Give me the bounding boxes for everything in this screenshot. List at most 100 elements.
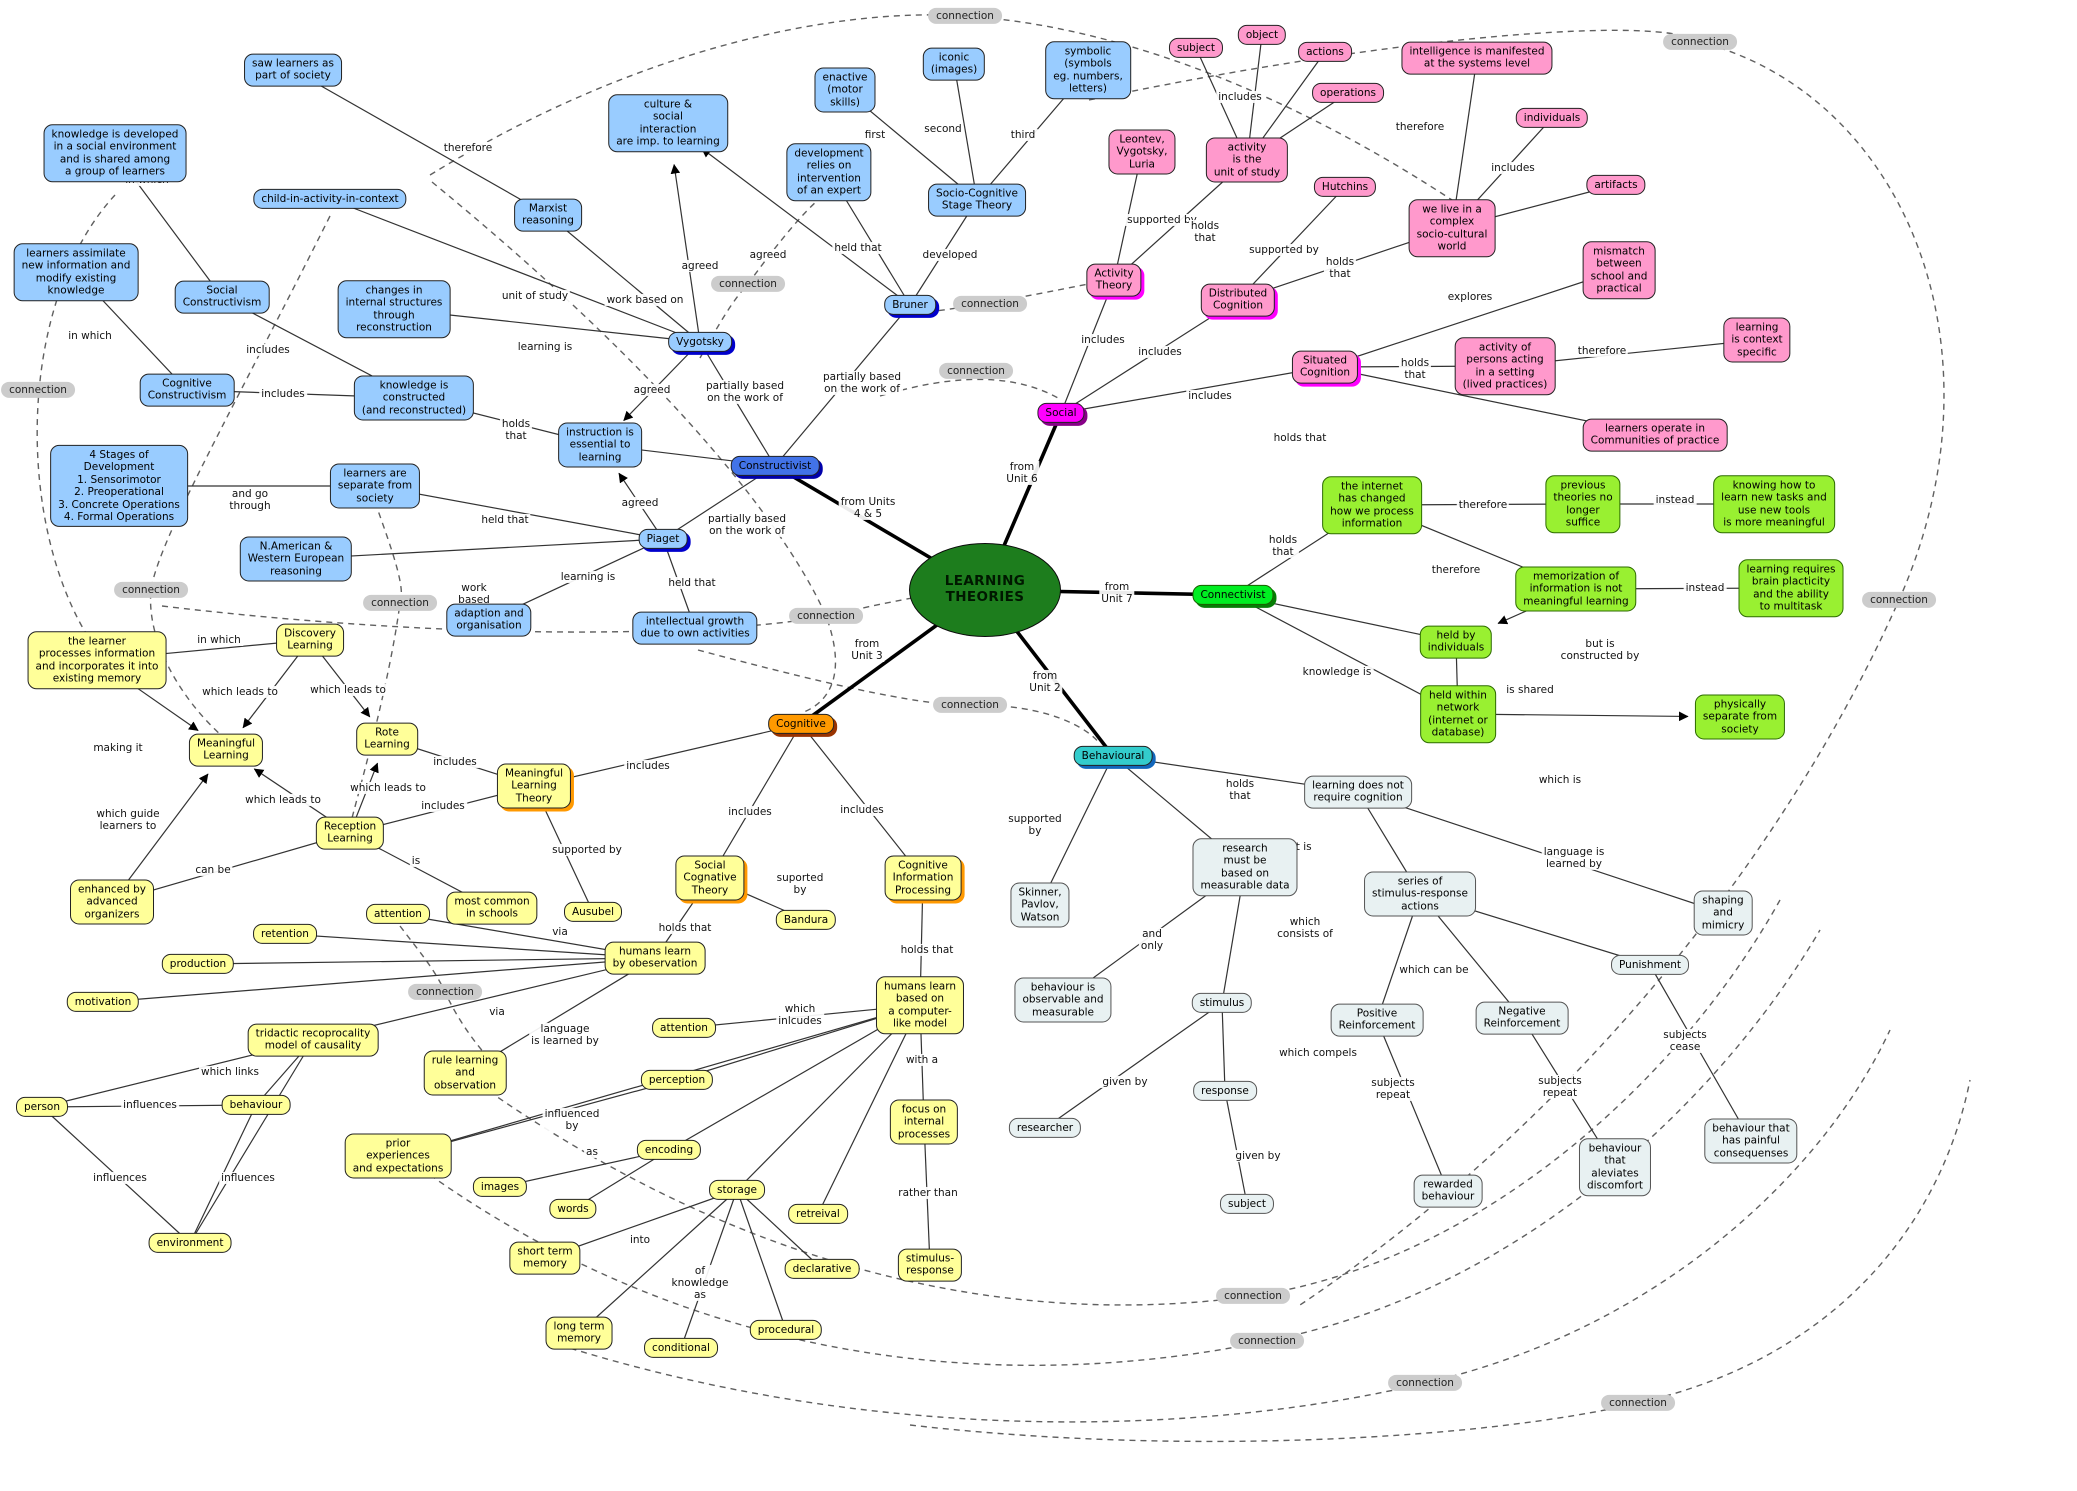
node-behaviour-observable[interactable]: behaviour is observable and measurable	[1014, 977, 1112, 1023]
node-skinner[interactable]: Skinner, Pavlov, Watson	[1010, 882, 1070, 928]
node-physically-separate[interactable]: physically separate from society	[1694, 694, 1786, 740]
node-learning-theories[interactable]: LEARNING THEORIES	[909, 543, 1061, 637]
node-distributed-cognition[interactable]: Distributed Cognition	[1200, 283, 1276, 317]
conn-13[interactable]: connection	[1216, 1287, 1290, 1305]
node-short-term[interactable]: short term memory	[509, 1241, 581, 1275]
node-declarative[interactable]: declarative	[784, 1258, 860, 1280]
node-knowledge-developed[interactable]: knowledge is developed in a social envir…	[43, 124, 187, 182]
node-socio-cognitive[interactable]: Socio-Cognitive Stage Theory	[928, 183, 1026, 217]
node-encoding[interactable]: encoding	[636, 1139, 702, 1161]
node-shaping[interactable]: shaping and mimicry	[1693, 890, 1753, 936]
node-hutchins[interactable]: Hutchins	[1313, 176, 1377, 198]
node-intellectual-growth[interactable]: intellectual growth due to own activitie…	[632, 611, 758, 645]
node-instruction-essential[interactable]: instruction is essential to learning	[558, 422, 642, 468]
node-learning-context[interactable]: learning is context specific	[1723, 317, 1791, 363]
node-subject2[interactable]: subject	[1219, 1193, 1275, 1215]
node-mismatch[interactable]: mismatch between school and practical	[1582, 241, 1656, 299]
node-activity-persons[interactable]: activity of persons acting in a setting …	[1454, 337, 1556, 395]
node-retention[interactable]: retention	[253, 923, 317, 945]
node-learning-requires[interactable]: learning requires brain placticity and t…	[1738, 559, 1844, 617]
node-child-activity[interactable]: child-in-activity-in-context	[253, 188, 407, 210]
node-response[interactable]: response	[1193, 1080, 1257, 1102]
conn-9[interactable]: connection	[789, 607, 863, 625]
node-ausubel[interactable]: Ausubel	[563, 901, 623, 923]
node-perception[interactable]: perception	[640, 1069, 714, 1091]
node-internet-changed[interactable]: the internet has changed how we process …	[1322, 476, 1422, 534]
node-learners-separate[interactable]: learners are separate from society	[329, 463, 421, 509]
node-memorization[interactable]: memorization of information is not meani…	[1515, 566, 1637, 612]
node-held-by-individuals[interactable]: held by individuals	[1419, 625, 1493, 659]
node-positive-reinf[interactable]: Positive Reinforcement	[1330, 1003, 1424, 1037]
node-knowledge-constructed[interactable]: knowledge is constructed (and reconstruc…	[353, 375, 475, 421]
node-changes-internal[interactable]: changes in internal structures through r…	[337, 280, 451, 338]
conn-8[interactable]: connection	[939, 362, 1013, 380]
conn-12[interactable]: connection	[1862, 591, 1936, 609]
node-object[interactable]: object	[1237, 24, 1287, 46]
node-production[interactable]: production	[161, 953, 235, 975]
node-learners-operate[interactable]: learners operate in Communities of pract…	[1582, 418, 1728, 452]
node-previous-theories[interactable]: previous theories no longer suffice	[1545, 475, 1621, 533]
node-painful[interactable]: behaviour that has painful consequenses	[1704, 1118, 1798, 1164]
node-sct[interactable]: Social Cognative Theory	[675, 855, 745, 901]
conn-15[interactable]: connection	[1388, 1374, 1462, 1392]
conn-14[interactable]: connection	[1230, 1332, 1304, 1350]
node-leontev[interactable]: Leontev, Vygotsky, Luria	[1108, 129, 1176, 175]
node-bandura[interactable]: Bandura	[775, 909, 837, 931]
node-situated-cognition[interactable]: Situated Cognition	[1291, 350, 1359, 384]
conn-11[interactable]: connection	[408, 983, 482, 1001]
node-n-american[interactable]: N.American & Western European reasoning	[239, 536, 353, 582]
node-behaviour-n[interactable]: behaviour	[221, 1094, 291, 1116]
node-piaget[interactable]: Piaget	[638, 528, 688, 550]
node-words[interactable]: words	[549, 1198, 597, 1220]
node-rewarded[interactable]: rewarded behaviour	[1413, 1174, 1483, 1208]
node-learners-assimilate[interactable]: learners assimilate new information and …	[13, 243, 139, 301]
node-long-term[interactable]: long term memory	[545, 1316, 613, 1350]
node-humans-observation[interactable]: humans learn by obeservation	[604, 941, 706, 975]
node-intelligence[interactable]: intelligence is manifested at the system…	[1401, 41, 1553, 75]
node-environment[interactable]: environment	[148, 1232, 232, 1254]
node-reception[interactable]: Reception Learning	[315, 816, 385, 850]
node-subject[interactable]: subject	[1168, 37, 1224, 59]
node-series[interactable]: series of stimulus-response actions	[1364, 871, 1476, 917]
node-marxist[interactable]: Marxist reasoning	[514, 198, 582, 232]
node-we-live[interactable]: we live in a complex socio-cultural worl…	[1408, 199, 1496, 257]
node-procedural[interactable]: procedural	[749, 1319, 823, 1341]
node-constructivist[interactable]: Constructivist	[730, 455, 820, 477]
conn-7[interactable]: connection	[953, 295, 1027, 313]
node-rote[interactable]: Rote Learning	[356, 722, 418, 756]
node-vygotsky[interactable]: Vygotsky	[668, 331, 732, 353]
node-enhanced[interactable]: enhanced by advanced organizers	[70, 879, 154, 925]
node-learner-processes[interactable]: the learner processes information and in…	[27, 631, 167, 689]
node-activity-theory[interactable]: Activity Theory	[1086, 263, 1142, 297]
node-tridactic[interactable]: tridactic recoprocality model of causali…	[247, 1023, 379, 1057]
node-research[interactable]: research must be based on measurable dat…	[1192, 838, 1298, 896]
node-attention1[interactable]: attention	[366, 903, 430, 925]
node-artifacts[interactable]: artifacts	[1586, 174, 1646, 196]
node-punishment[interactable]: Punishment	[1611, 954, 1689, 976]
node-images[interactable]: images	[472, 1176, 528, 1198]
node-meaningful-learning[interactable]: Meaningful Learning	[188, 733, 264, 767]
node-connectivist[interactable]: Connectivist	[1192, 584, 1274, 606]
node-storage[interactable]: storage	[709, 1179, 765, 1201]
node-individuals[interactable]: individuals	[1515, 107, 1589, 129]
node-aleviates[interactable]: behaviour that aleviates discomfort	[1578, 1138, 1652, 1196]
node-rule-learning[interactable]: rule learning and observation	[423, 1050, 507, 1096]
conn-3[interactable]: connection	[1, 381, 75, 399]
node-person[interactable]: person	[16, 1096, 68, 1118]
node-operations[interactable]: operations	[1312, 82, 1384, 104]
node-development-relies[interactable]: development relies on intervention of an…	[786, 143, 872, 201]
node-social[interactable]: Social	[1037, 402, 1085, 424]
node-attention2[interactable]: attention	[652, 1017, 716, 1039]
node-behavioural[interactable]: Behavioural	[1073, 745, 1153, 767]
node-symbolic[interactable]: symbolic (symbols eg. numbers, letters)	[1045, 41, 1131, 99]
node-saw-learners[interactable]: saw learners as part of society	[244, 53, 342, 87]
conn-2[interactable]: connection	[1663, 33, 1737, 51]
node-mlt[interactable]: Meaningful Learning Theory	[496, 763, 572, 809]
node-adaption[interactable]: adaption and organisation	[446, 603, 532, 637]
node-prior-experiences[interactable]: prior experiences and expectations	[344, 1133, 452, 1179]
node-bruner[interactable]: Bruner	[884, 294, 936, 316]
conn-6[interactable]: connection	[711, 275, 785, 293]
node-knowing-how[interactable]: knowing how to learn new tasks and use n…	[1713, 475, 1835, 533]
node-iconic[interactable]: iconic (images)	[922, 47, 986, 81]
node-activity-unit[interactable]: activity is the unit of study	[1205, 137, 1289, 183]
